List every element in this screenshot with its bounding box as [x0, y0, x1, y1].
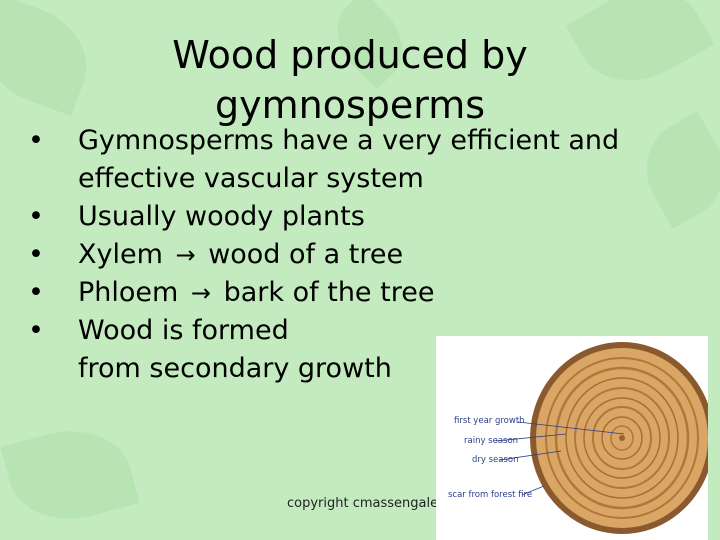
bullet-text: Usually woody plants: [78, 201, 365, 232]
bullet-dot: •: [28, 201, 44, 232]
bullet-text: Wood is formed from secondary growth: [78, 315, 392, 384]
tree-rings-image: first year growth rainy season dry seaso…: [436, 336, 708, 540]
bullet-dot: •: [28, 315, 44, 346]
tree-rings-illustration: [495, 342, 708, 534]
bullet-text: Gymnosperms have a very efficient and ef…: [78, 125, 620, 194]
bullet-dot: •: [28, 277, 44, 308]
bullet-dot: •: [28, 239, 44, 270]
image-label: dry season: [472, 455, 519, 465]
bullet-item: • Wood is formed from secondary growth: [28, 312, 708, 388]
bullet-term: Xylem: [78, 239, 163, 270]
arrow-right-icon: →: [190, 279, 212, 307]
bullet-item: • Phloem → bark of the tree: [28, 274, 708, 312]
bullet-dot: •: [28, 125, 44, 156]
bullet-item: • Xylem → wood of a tree: [28, 236, 708, 274]
bullet-list: • Gymnosperms have a very efficient and …: [28, 122, 708, 388]
image-label: scar from forest fire: [448, 490, 533, 500]
bullet-definition: wood of a tree: [208, 239, 404, 270]
background-leaf: [0, 416, 140, 534]
bullet-item: • Gymnosperms have a very efficient and …: [28, 122, 708, 198]
copyright-note: copyright cmassengale: [287, 496, 439, 511]
image-label: first year growth: [454, 416, 525, 426]
bullet-item: • Usually woody plants: [28, 198, 708, 236]
arrow-right-icon: →: [175, 241, 196, 269]
background-leaf: [0, 0, 103, 117]
image-label: rainy season: [464, 436, 519, 446]
bullet-term: Phloem: [78, 277, 179, 308]
slide-title: Wood produced by gymnosperms: [172, 33, 528, 127]
bullet-definition: bark of the tree: [223, 277, 435, 308]
